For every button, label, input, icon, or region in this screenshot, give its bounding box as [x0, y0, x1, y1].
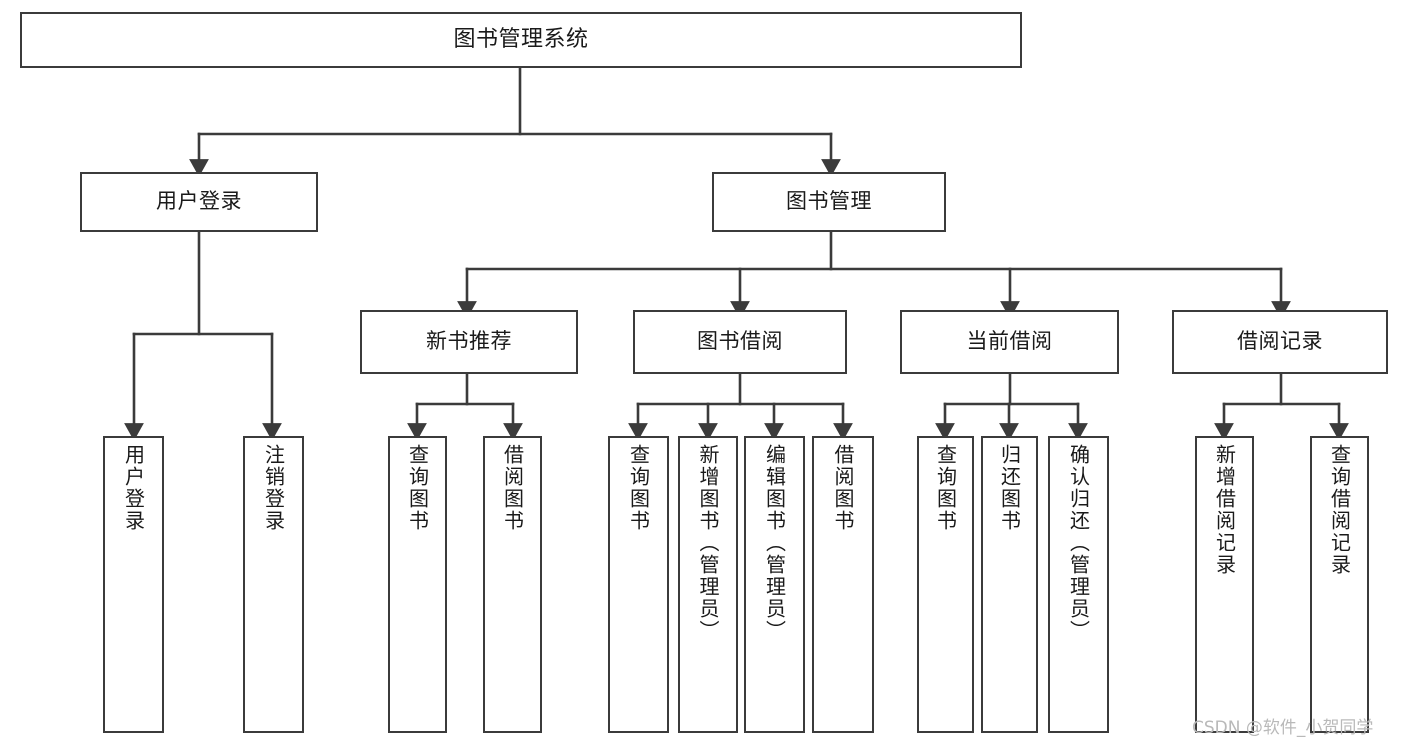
node-label: 用户登录: [156, 189, 242, 214]
node-label: 注销登录: [261, 444, 286, 532]
node-leaf-confirm-return[interactable]: 确认归还（管理员）: [1048, 436, 1109, 733]
node-label: 借阅图书: [500, 444, 525, 532]
node-label: 图书管理: [786, 189, 872, 214]
node-root-book-management-system[interactable]: 图书管理系统: [20, 12, 1022, 68]
node-label: 确认归还（管理员）: [1066, 444, 1091, 642]
node-label: 当前借阅: [966, 329, 1053, 354]
node-leaf-query-book-new-recommend[interactable]: 查询图书: [388, 436, 447, 733]
node-label: 图书管理系统: [453, 26, 589, 52]
node-leaf-borrow-book-new-recommend[interactable]: 借阅图书: [483, 436, 542, 733]
node-book-borrow[interactable]: 图书借阅: [633, 310, 847, 374]
node-leaf-query-borrow-record[interactable]: 查询借阅记录: [1310, 436, 1369, 733]
node-label: 查询图书: [626, 444, 651, 532]
watermark: CSDN @软件_小贺同学: [1192, 718, 1374, 738]
node-leaf-query-book-borrow[interactable]: 查询图书: [608, 436, 669, 733]
node-label: 新增借阅记录: [1212, 444, 1237, 576]
node-leaf-edit-book[interactable]: 编辑图书（管理员）: [744, 436, 805, 733]
node-user-login[interactable]: 用户登录: [80, 172, 318, 232]
node-leaf-add-borrow-record[interactable]: 新增借阅记录: [1195, 436, 1254, 733]
node-label: 查询图书: [933, 444, 958, 532]
node-leaf-add-book[interactable]: 新增图书（管理员）: [678, 436, 738, 733]
node-label: 新增图书（管理员）: [696, 444, 720, 642]
node-leaf-return-book[interactable]: 归还图书: [981, 436, 1038, 733]
node-label: 编辑图书（管理员）: [762, 444, 787, 642]
node-label: 归还图书: [997, 444, 1022, 532]
node-leaf-borrow-book-borrow[interactable]: 借阅图书: [812, 436, 874, 733]
node-leaf-logout-login[interactable]: 注销登录: [243, 436, 304, 733]
node-new-book-recommend[interactable]: 新书推荐: [360, 310, 578, 374]
node-label: 用户登录: [121, 444, 146, 532]
node-label: 查询借阅记录: [1327, 444, 1352, 576]
node-label: 借阅记录: [1237, 329, 1323, 354]
node-leaf-query-book-current[interactable]: 查询图书: [917, 436, 974, 733]
node-label: 借阅图书: [831, 444, 855, 532]
node-label: 查询图书: [405, 444, 430, 532]
node-current-borrow[interactable]: 当前借阅: [900, 310, 1119, 374]
node-label: 图书借阅: [697, 329, 783, 354]
node-leaf-user-login[interactable]: 用户登录: [103, 436, 164, 733]
node-label: 新书推荐: [426, 329, 512, 354]
node-borrow-record[interactable]: 借阅记录: [1172, 310, 1388, 374]
node-book-management[interactable]: 图书管理: [712, 172, 946, 232]
